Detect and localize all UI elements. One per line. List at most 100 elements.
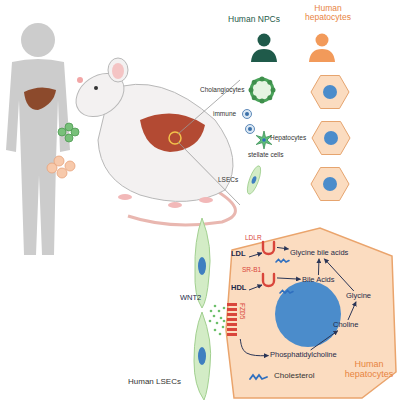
metabolite-node: Phosphatidylcholine (270, 351, 337, 359)
pathway-arrow (318, 259, 320, 275)
frizzled-receptor: FZD5 (226, 300, 248, 338)
cholangiocyte-ring (252, 80, 257, 85)
cholesterol-icon (280, 291, 293, 294)
npc-person-icon (251, 49, 277, 62)
mouse (112, 63, 124, 79)
legend-icon (248, 371, 270, 381)
wnt2-particles (214, 305, 217, 308)
lsec-cell (245, 164, 264, 195)
npc-cluster (58, 128, 66, 136)
immune-cell (248, 127, 252, 131)
endothelial-cell (194, 312, 211, 400)
cholangiocyte-ring (267, 95, 272, 100)
wnt2-particles (220, 317, 223, 320)
hepatocyte-cluster (57, 168, 67, 178)
hepatocyte-cluster (47, 156, 75, 178)
mouse (199, 197, 213, 203)
node-label: Choline (333, 321, 358, 329)
hepatocyte-nucleus (323, 177, 337, 191)
node-label: LDLR (245, 234, 262, 241)
immune-cell (246, 125, 255, 134)
human-liver (24, 87, 56, 110)
npc-cluster (65, 134, 73, 142)
cholesterol-icon (276, 260, 293, 294)
node-label: Human LSECs (128, 378, 181, 387)
endothelial-cell (194, 218, 211, 400)
npc-person-icon (251, 34, 277, 63)
hepatocyte-person-icon (316, 34, 329, 47)
wnt2-particles (223, 307, 226, 310)
hepatocyte-icon (312, 122, 350, 155)
ldl-receptor: LDLR (242, 234, 276, 256)
human-figure (21, 23, 55, 57)
human-figure (6, 59, 70, 255)
hepatocyte-icon (311, 76, 349, 109)
leader-line (178, 80, 240, 205)
receptor-symbol (263, 274, 274, 286)
wnt2-particles (213, 315, 216, 318)
metabolite-node: Choline (333, 321, 358, 329)
cholangiocyte-ring (251, 79, 273, 101)
mouse (118, 194, 132, 200)
nucleus (198, 347, 206, 365)
scavenger-receptor: SR-B1 (242, 266, 276, 288)
wnt2-particles (209, 305, 226, 336)
pathway-arrow (277, 247, 289, 249)
cell-label: Hepatocytes (270, 134, 306, 141)
cell-label: immune (213, 110, 236, 117)
node-label: Glycine (346, 292, 371, 300)
cell-label: HDL (231, 284, 246, 292)
hepatocyte-cluster (65, 161, 75, 171)
node-outline (186, 216, 218, 400)
receptor-symbol (227, 318, 237, 321)
receptor-symbol (227, 333, 237, 336)
hepatocyte-cluster (54, 156, 64, 166)
wnt2-particles (216, 322, 219, 325)
leader-line (178, 142, 240, 205)
cholangiocyte-ring (260, 77, 265, 82)
wnt2-particles (209, 320, 212, 323)
hepatocyte-nucleus (324, 131, 338, 145)
node-label: Glycine bile acids (290, 249, 348, 257)
lsec-cells: Human LSECs (186, 216, 218, 400)
lipoprotein-arrow (249, 253, 262, 290)
cell-label: WNT2 (180, 294, 201, 302)
cholesterol-icon (276, 260, 289, 263)
receptor-symbol (227, 323, 237, 326)
node-label: Human hepatocytes (340, 360, 398, 380)
wnt2-particles (214, 329, 217, 332)
cell-label: Human hepatocytes (298, 4, 358, 23)
legend-entry: Cholesterol (248, 371, 314, 381)
cell-label: LSECs (218, 176, 238, 183)
immune-cell (243, 110, 252, 119)
wnt2-particles (223, 320, 226, 323)
receptor-symbol (227, 313, 237, 316)
metabolite-node: Glycine (346, 292, 371, 300)
mouse (94, 86, 98, 90)
cholangiocyte-ring (249, 77, 276, 104)
hepatocyte-person-icon (309, 34, 335, 63)
pathway-arrow (311, 331, 338, 350)
metabolite-node: Glycine bile acids (290, 249, 348, 257)
mouse (77, 77, 83, 83)
receptor-symbol (263, 242, 274, 254)
mouse-liver (169, 132, 181, 144)
legend-icon (250, 375, 267, 379)
node-label: SR-B1 (242, 266, 261, 273)
cholangiocyte-ring (249, 77, 276, 104)
cholangiocyte-ring (249, 88, 254, 93)
nucleus (275, 281, 341, 347)
cell-label: Human NPCs (228, 15, 280, 24)
node-label: Bile Acids (302, 276, 335, 284)
pathway-arrow (324, 259, 353, 291)
human-figure (6, 23, 70, 255)
stellate-cell (256, 131, 272, 149)
cholangiocyte-ring (267, 80, 272, 85)
cholangiocyte-ring (271, 88, 276, 93)
lsec-cell (245, 164, 264, 195)
wnt2-particles (222, 326, 225, 329)
metabolite-node: Bile Acids (302, 276, 335, 284)
npc-cluster (71, 128, 79, 136)
node-label: FZD5 (239, 303, 246, 319)
